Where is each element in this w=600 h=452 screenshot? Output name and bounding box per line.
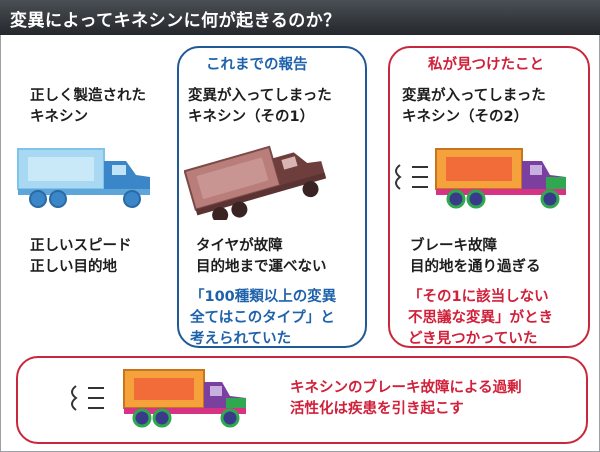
conclusion-truck-icon (71, 369, 246, 428)
title-bar: 変異によってキネシンに何が起きるのか？ (0, 0, 600, 35)
previous-reports-panel: これまでの報告 (177, 46, 367, 348)
mutant-type2-result: ブレーキ故障 目的地を通り過ぎる (410, 238, 541, 275)
normal-truck-icon (17, 148, 150, 208)
previous-reports-title: これまでの報告 (206, 57, 308, 73)
slide-title: 変異によってキネシンに何が起きるのか？ (10, 11, 341, 31)
conclusion-panel (16, 356, 588, 444)
my-findings-note: 「その1に該当しない 不思議な変異」がとき どき見つかっていた (408, 289, 553, 347)
normal-kinesin-result: 正しいスピード 正しい目的地 (30, 238, 132, 275)
broken-brake-truck-icon (395, 148, 566, 209)
mutant-type1-result: タイヤが故障 目的地まで運べない (196, 238, 327, 275)
mutant-type2-label: 変異が入ってしまった キネシン（その2） (402, 88, 546, 125)
speed-lines-icon (71, 385, 104, 411)
conclusion-text: キネシンのブレーキ故障による過剰 活性化は疾患を引き起こす (290, 380, 522, 417)
broken-tire-truck-icon (184, 145, 327, 220)
previous-reports-note: 「100種類以上の変異 全てはこのタイプ」と 考えられていた (190, 289, 337, 347)
normal-kinesin-label: 正しく製造された キネシン (30, 88, 146, 125)
speed-lines-icon (395, 164, 428, 190)
mutant-type1-label: 変異が入ってしまった キネシン（その1） (188, 88, 332, 125)
my-findings-title: 私が見つけたこと (428, 57, 544, 73)
